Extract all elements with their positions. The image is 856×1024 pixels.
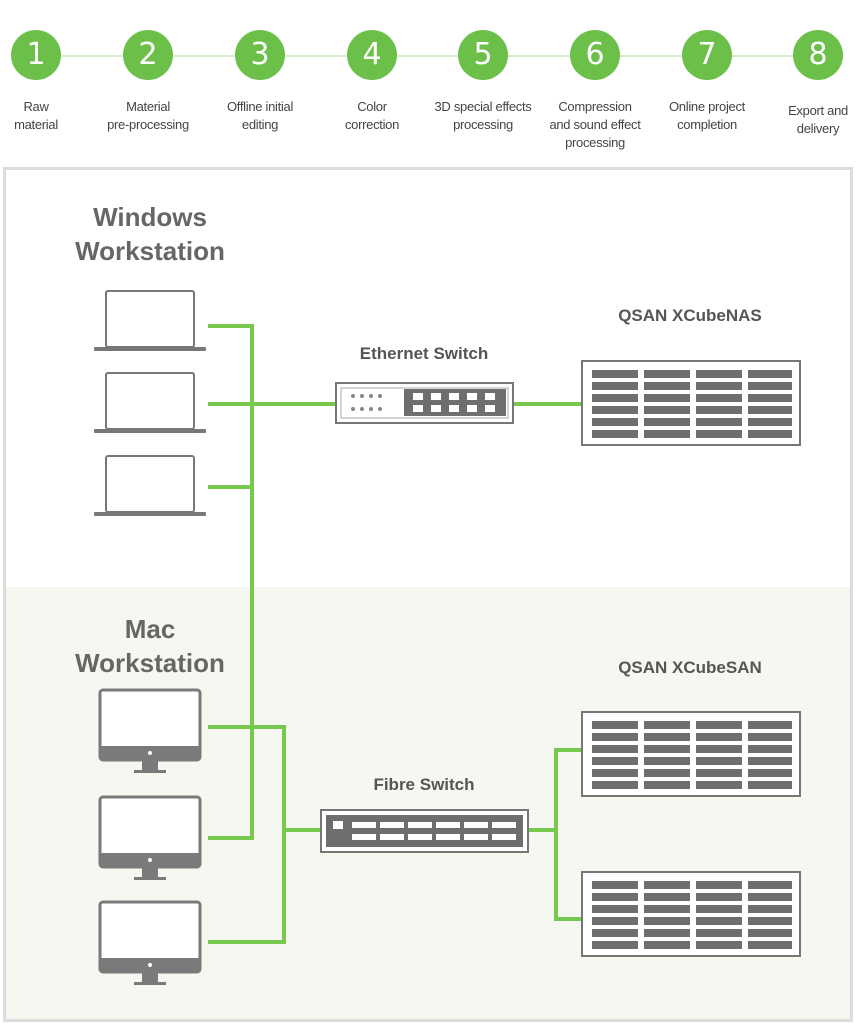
step-label: Compression and sound effect processing <box>549 99 641 150</box>
link-mac-fibre-trunk <box>208 725 286 944</box>
windows-workstation-title: Windows Workstation <box>75 202 225 266</box>
step-label: 3D special effects processing <box>434 99 532 132</box>
step-label: Material pre-processing <box>107 99 189 132</box>
step-number: 2 <box>123 30 173 80</box>
san-label: QSAN XCubeSAN <box>618 658 762 677</box>
step-7: 7 Online project completion <box>647 30 767 134</box>
nas-label: QSAN XCubeNAS <box>618 306 762 325</box>
steps-connector-line <box>36 55 820 57</box>
laptop-icon <box>93 290 207 352</box>
laptop-icon <box>93 372 207 434</box>
step-1: 1 Raw material <box>0 30 96 134</box>
step-3: 3 Offline initial editing <box>200 30 320 134</box>
fibre-switch-icon <box>320 809 529 853</box>
imac-icon <box>98 688 202 775</box>
link-windows-mac-trunk <box>208 324 254 840</box>
step-label: Raw material <box>14 99 58 132</box>
step-number: 5 <box>458 30 508 80</box>
mac-workstation-title: Mac Workstation <box>75 614 225 678</box>
step-2: 2 Material pre-processing <box>88 30 208 134</box>
step-number: 1 <box>11 30 61 80</box>
ethernet-switch-icon <box>335 382 514 424</box>
link-san-branches <box>554 748 582 921</box>
laptop-icon <box>93 455 207 517</box>
ethernet-switch-label: Ethernet Switch <box>359 344 489 363</box>
step-number: 6 <box>570 30 620 80</box>
xcubesan-storage-icon <box>581 871 801 957</box>
step-5: 5 3D special effects processing <box>423 30 543 134</box>
step-8: 8 Export and delivery <box>758 30 856 138</box>
step-label: Export and delivery <box>788 103 848 136</box>
step-label: Online project completion <box>668 99 745 132</box>
network-links <box>208 324 582 944</box>
step-label: Offline initial editing <box>226 99 294 132</box>
step-number: 8 <box>793 30 843 80</box>
process-steps: 1 Raw material 2 Material pre-processing… <box>0 0 856 165</box>
step-number: 4 <box>347 30 397 80</box>
imac-icon <box>98 900 202 987</box>
step-number: 7 <box>682 30 732 80</box>
step-4: 4 Color correction <box>312 30 432 134</box>
fibre-switch-label: Fibre Switch <box>373 775 475 794</box>
step-number: 3 <box>235 30 285 80</box>
imac-icon <box>98 795 202 882</box>
step-6: 6 Compression and sound effect processin… <box>535 30 655 152</box>
step-label: Color correction <box>344 99 400 132</box>
xcubesan-storage-icon <box>581 711 801 797</box>
xcubenas-storage-icon <box>581 360 801 446</box>
